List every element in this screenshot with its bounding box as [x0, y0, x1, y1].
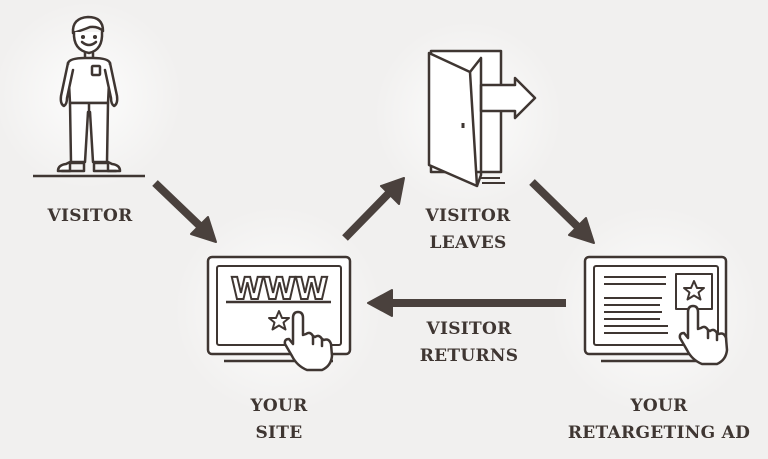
star-icon [268, 310, 290, 331]
arrow-leaves-to-ad [529, 179, 595, 244]
label-visitor-leaves-line2: LEAVES [429, 233, 507, 253]
label-retargeting-ad-line2: RETARGETING AD [567, 423, 751, 443]
label-visitor-returns-line1: VISITOR [426, 319, 512, 339]
door-exit-icon [427, 49, 537, 188]
label-visitor-text: VISITOR [47, 206, 133, 226]
label-retargeting-ad: YOUR RETARGETING AD [566, 393, 752, 447]
label-visitor: VISITOR [30, 203, 150, 230]
label-your-site-line1: YOUR [250, 396, 308, 416]
www-text: WWW [231, 272, 328, 307]
label-visitor-leaves: VISITOR LEAVES [398, 203, 538, 257]
website-monitor-icon [206, 255, 352, 363]
person-icon [56, 15, 122, 173]
arrow-visitor-to-site [152, 180, 217, 243]
label-visitor-returns: VISITOR RETURNS [394, 316, 544, 370]
arrow-ad-to-site [367, 289, 566, 317]
pointing-hand-icon [283, 310, 334, 372]
label-your-site-line2: SITE [255, 423, 303, 443]
ad-pointing-hand-icon [678, 304, 729, 366]
ad-star-icon [683, 280, 705, 301]
label-visitor-returns-line2: RETURNS [419, 346, 519, 366]
label-visitor-leaves-line1: VISITOR [425, 206, 511, 226]
arrow-site-to-leaves [342, 177, 405, 241]
label-your-site: YOUR SITE [219, 393, 339, 447]
label-retargeting-ad-line1: YOUR [630, 396, 688, 416]
